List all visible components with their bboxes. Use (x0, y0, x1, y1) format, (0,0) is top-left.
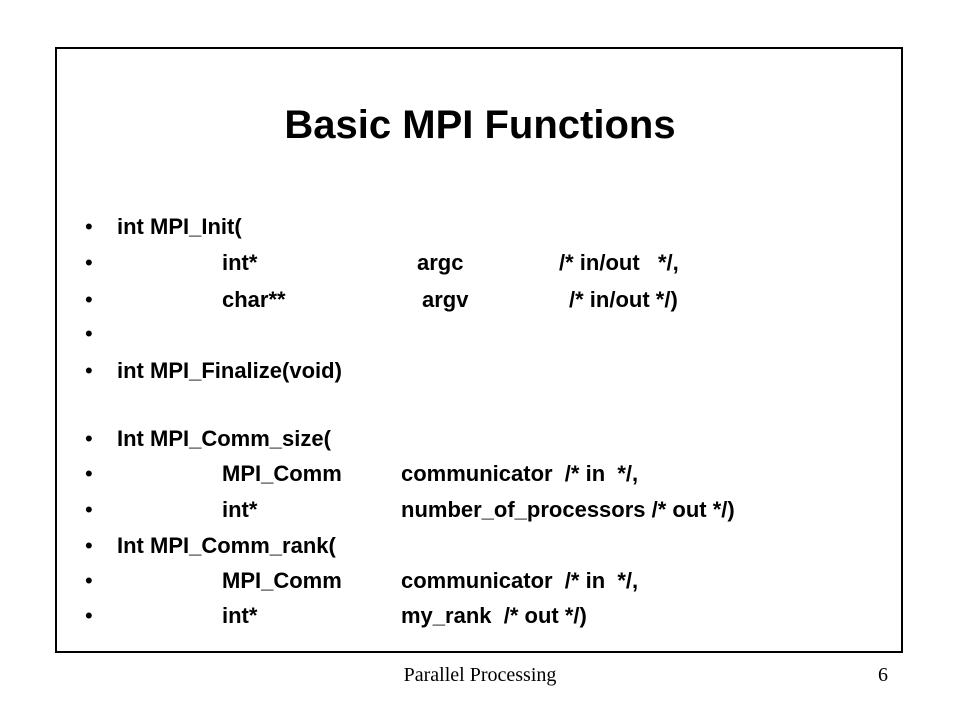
bullet-glyph: • (85, 603, 93, 628)
slide-frame (55, 47, 903, 653)
bullet-glyph: • (85, 214, 93, 239)
param-name: number_of_processors /* out */) (401, 497, 735, 522)
code-text: int MPI_Finalize(void) (117, 358, 342, 383)
code-text: Int MPI_Comm_size( (117, 426, 331, 451)
bullet-glyph: • (85, 426, 93, 451)
bullet-glyph: • (85, 250, 93, 275)
param-type: MPI_Comm (222, 568, 342, 593)
bullet-glyph: • (85, 358, 93, 383)
param-name: argv (422, 287, 469, 312)
code-text: Int MPI_Comm_rank( (117, 533, 336, 558)
param-name: argc (417, 250, 464, 275)
param-type: int* (222, 250, 258, 275)
param-name: my_rank /* out */) (401, 603, 587, 628)
bullet-glyph: • (85, 533, 93, 558)
bullet-glyph: • (85, 497, 93, 522)
bullet-glyph: • (85, 568, 93, 593)
code-text: int MPI_Init( (117, 214, 242, 239)
param-type: int* (222, 497, 258, 522)
bullet-glyph: • (85, 321, 93, 346)
bullet-glyph: • (85, 461, 93, 486)
param-comment: /* in/out */) (569, 287, 678, 312)
slide-title: Basic MPI Functions (284, 103, 676, 147)
param-name: communicator /* in */, (401, 461, 639, 486)
param-comment: /* in/out */, (559, 250, 679, 275)
footer-title: Parallel Processing (403, 664, 557, 686)
param-type: char** (222, 287, 286, 312)
param-type: MPI_Comm (222, 461, 342, 486)
param-name: communicator /* in */, (401, 568, 639, 593)
page-number: 6 (878, 664, 888, 686)
param-type: int* (222, 603, 258, 628)
bullet-glyph: • (85, 287, 93, 312)
